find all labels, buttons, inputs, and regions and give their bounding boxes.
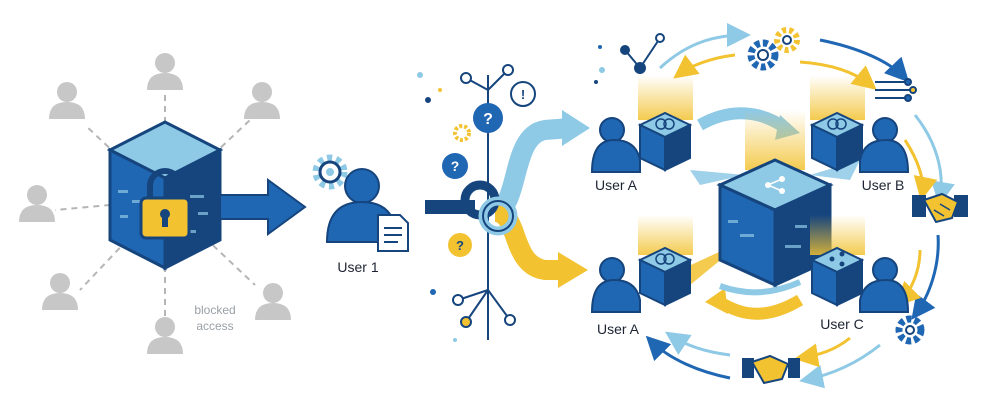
exclamation-icon: !	[510, 81, 536, 107]
knot-icon	[460, 180, 518, 236]
outer-cycle-arrows	[645, 23, 955, 389]
inner-arrow-bottom-yellow	[716, 294, 804, 320]
gear-icon	[747, 27, 800, 71]
user-c-label: User C	[820, 316, 864, 332]
blocked-user-3	[244, 82, 280, 119]
handshake-icon	[912, 192, 968, 224]
arrow-to-user1	[219, 178, 307, 236]
blocked-label-line1: blocked	[194, 303, 235, 317]
gear-icon	[312, 154, 348, 190]
user-a-bottom-label: User A	[597, 321, 640, 337]
handshake-icon	[742, 354, 800, 385]
network-node-icon	[875, 78, 917, 102]
network-node-icon	[452, 289, 516, 328]
blocked-user-4	[19, 185, 55, 222]
gear-icon	[453, 124, 471, 142]
user-a-bottom-group: User A	[590, 215, 693, 337]
svg-text:!: !	[521, 87, 525, 102]
blocked-user-1	[147, 53, 183, 90]
decor-dots	[417, 72, 457, 342]
question-icon: ?	[448, 233, 472, 257]
blocked-user-5	[42, 273, 78, 310]
user-a-top-group: User A	[590, 75, 693, 193]
document-icon	[377, 214, 409, 252]
user-b-group: User B	[809, 75, 910, 193]
decor-dots	[594, 45, 605, 84]
user1-head	[344, 168, 380, 204]
blue-branch-head	[562, 110, 590, 146]
yellow-branch-head	[558, 252, 588, 288]
user-a-top-label: User A	[595, 177, 638, 193]
svg-text:?: ?	[483, 111, 493, 128]
question-icon: ?	[442, 153, 468, 179]
inner-arrow-bottom-blue	[718, 279, 802, 296]
branching-knot-group: ? ? ? !	[417, 64, 590, 342]
share-icon	[765, 176, 785, 194]
user-b-label: User B	[862, 177, 905, 193]
yellow-branch	[493, 202, 565, 280]
svg-text:?: ?	[451, 158, 460, 174]
blue-branch	[492, 118, 571, 220]
gear-icon	[895, 315, 925, 345]
user-c-group: User C	[809, 215, 910, 332]
user1-group: User 1	[312, 154, 409, 275]
blocked-user-2	[49, 82, 85, 119]
blocked-user-6	[147, 317, 183, 354]
collaboration-network: User A User B User A	[590, 23, 968, 389]
lock-icon	[139, 168, 191, 240]
svg-text:?: ?	[456, 238, 464, 253]
blocked-access-group: blocked access	[19, 53, 291, 354]
network-node-icon	[460, 64, 514, 91]
blocked-user-7	[255, 283, 291, 320]
share-icon	[829, 251, 845, 267]
blocked-label-line2: access	[196, 319, 233, 333]
locked-server-cube	[106, 120, 224, 271]
user1-label: User 1	[337, 259, 378, 275]
network-node-icon	[620, 33, 665, 74]
question-icon: ?	[473, 103, 503, 133]
